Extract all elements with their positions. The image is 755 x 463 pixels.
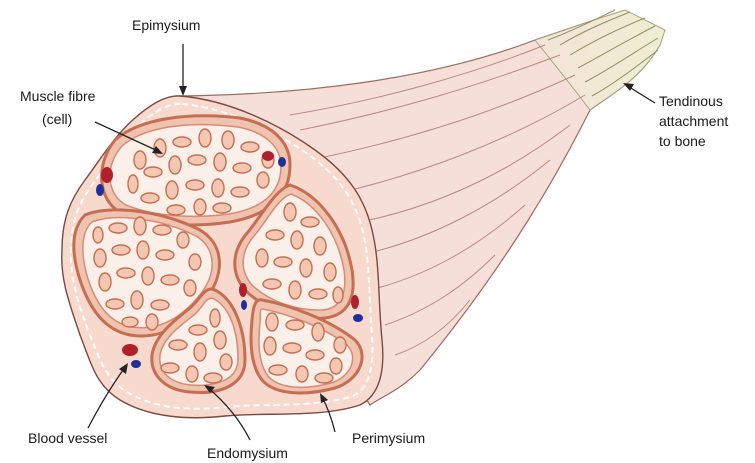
label-blood-vessel: Blood vessel xyxy=(28,430,107,446)
label-muscle-fibre: Muscle fibre xyxy=(20,88,96,104)
label-tendinous: Tendinous xyxy=(659,93,723,109)
label-endomysium: Endomysium xyxy=(207,445,288,461)
label-attachment: attachment xyxy=(659,113,728,129)
label-to-bone: to bone xyxy=(659,133,706,149)
label-muscle-fibre-cell: (cell) xyxy=(42,111,72,127)
label-epimysium: Epimysium xyxy=(132,17,200,33)
label-perimysium: Perimysium xyxy=(352,430,425,446)
